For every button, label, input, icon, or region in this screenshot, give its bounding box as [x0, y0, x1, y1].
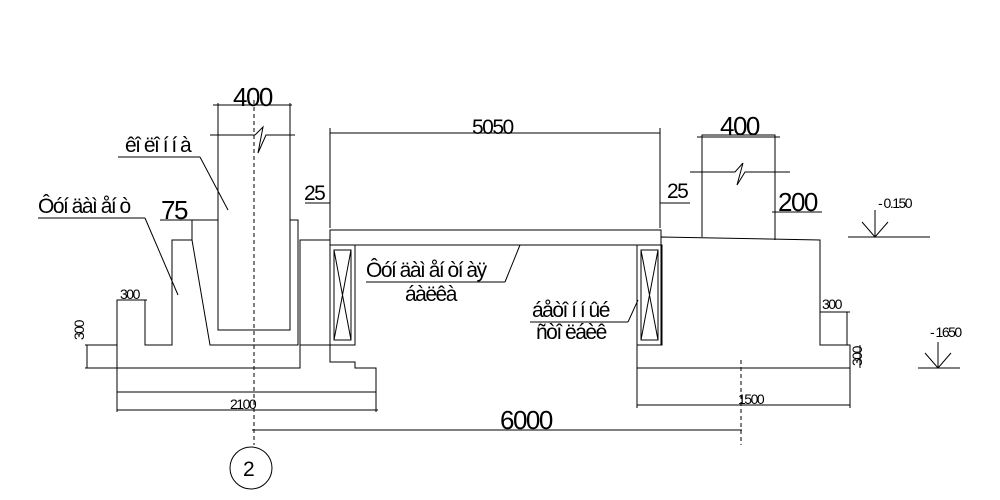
dim-left-step-w: 300: [120, 286, 141, 302]
dim-left-footing: 2100: [230, 396, 257, 412]
dim-left-step-h: 300: [71, 319, 87, 340]
label-wall: êî ëî í í à: [125, 134, 192, 157]
dim-200: 200: [778, 187, 818, 217]
dim-left-gap: 25: [304, 182, 325, 205]
level-bottom: - 1650: [930, 324, 962, 340]
dim-right-step-h: 300: [849, 345, 865, 366]
axis-bubble: [229, 446, 273, 490]
right-foundation: [636, 134, 851, 369]
label-beam-line1: Ôóí äàì åí òí àÿ: [366, 259, 488, 282]
dim-col-left: 400: [233, 82, 273, 112]
dim-span: 5050: [472, 116, 514, 139]
axis-label: 2: [243, 458, 254, 481]
foundation-beam: [329, 229, 663, 346]
dim-col-right: 400: [720, 111, 760, 141]
level-top: - 0.150: [878, 195, 913, 211]
dim-right-footing: 1500: [738, 391, 765, 407]
left-foundation: [85, 103, 377, 393]
label-foundation: Ôóí äàì åí ò: [38, 195, 131, 218]
dimension-lines: [38, 104, 960, 431]
dim-axis-distance: 6000: [500, 405, 553, 435]
dim-right-step-w: 300: [822, 296, 843, 312]
dim-75: 75: [161, 195, 188, 225]
label-post-line1: áåòî í í ûé: [532, 299, 610, 322]
label-post-line2: ñòî ëáèê: [536, 321, 607, 344]
label-beam-line2: áàëêà: [405, 283, 458, 306]
dim-right-gap: 25: [667, 180, 688, 203]
